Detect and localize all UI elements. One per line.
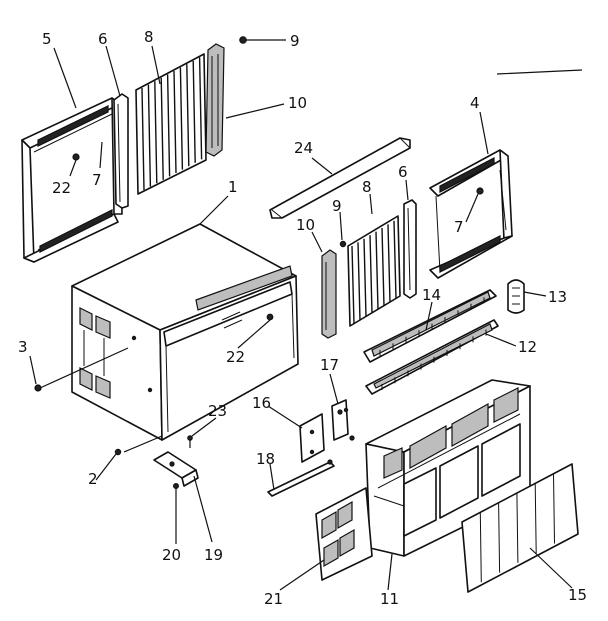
callout-3: 3	[18, 338, 28, 356]
louver-blade	[375, 231, 379, 310]
part-17-bracket	[331, 399, 355, 441]
louver-blade	[192, 60, 196, 163]
louver-blade	[186, 64, 190, 167]
part-9-screw-right	[339, 240, 347, 248]
part-19-bracket	[153, 451, 199, 487]
louver-blade	[166, 74, 171, 177]
part-8-left-louvers	[135, 53, 207, 195]
callout-8: 8	[144, 28, 154, 46]
callout-13: 13	[548, 288, 567, 306]
callout-18: 18	[256, 450, 275, 468]
louver-blade	[357, 242, 361, 321]
louver-blade	[369, 235, 373, 314]
louver-blade	[147, 84, 152, 187]
callout-2: 2	[88, 470, 98, 488]
callout-1: 1	[228, 178, 238, 196]
part-1-cabinet	[71, 223, 299, 441]
part-5-left-side-frame	[21, 97, 123, 263]
callout-21: 21	[264, 590, 283, 608]
callout-11: 11	[380, 590, 399, 608]
callout-22: 22	[52, 179, 71, 197]
louver-blade	[381, 227, 385, 307]
louver-blade	[173, 70, 177, 174]
part-12-rail	[365, 319, 499, 395]
callout-22: 22	[226, 348, 245, 366]
stray-line	[496, 69, 583, 75]
part-4-right-side-frame	[429, 149, 513, 279]
part-21-side-panel	[315, 487, 373, 581]
louver-blade	[363, 238, 367, 317]
callout-5: 5	[42, 30, 52, 48]
callout-15: 15	[568, 586, 587, 604]
part-16-plate	[299, 413, 325, 463]
filter-divider	[534, 483, 537, 554]
callout-16: 16	[252, 394, 271, 412]
part-23-screw	[187, 435, 193, 448]
part-9-screw-top	[239, 36, 247, 44]
callout-23: 23	[208, 402, 227, 420]
callout-4: 4	[470, 94, 480, 112]
callout-9: 9	[332, 197, 342, 215]
callout-6: 6	[98, 30, 108, 48]
part-20-screw	[173, 483, 180, 498]
louver-blade	[393, 220, 397, 299]
louver-blade	[160, 77, 164, 180]
callout-12: 12	[518, 338, 537, 356]
part-15-filter	[461, 463, 579, 593]
callout-20: 20	[162, 546, 181, 564]
callout-7: 7	[92, 171, 102, 189]
louver-blade	[154, 81, 158, 184]
part-6-right-strip	[403, 199, 417, 299]
callout-9: 9	[290, 32, 300, 50]
filter-divider	[479, 512, 482, 583]
callout-10: 10	[288, 94, 307, 112]
filter-divider	[498, 502, 501, 573]
callout-6: 6	[398, 163, 408, 181]
part-18-rod	[267, 459, 335, 497]
filter-divider	[553, 473, 555, 544]
part-2-screw	[114, 448, 122, 456]
louver-blade	[387, 224, 391, 303]
callout-24: 24	[294, 139, 313, 157]
part-14-rail	[363, 289, 497, 363]
callout-10: 10	[296, 216, 315, 234]
louver-blade	[198, 57, 203, 160]
callout-14: 14	[422, 286, 441, 304]
part-6-left-strip	[113, 93, 129, 209]
louver-blade	[179, 67, 184, 170]
part-13-clip	[507, 279, 525, 314]
callout-19: 19	[204, 546, 223, 564]
callout-labels: 5 6 8 9 10 22 7 24 1 4 6 8 9 10 7 13 14 …	[18, 28, 587, 608]
part-24-top-bar	[269, 137, 411, 219]
louver-blade	[351, 245, 355, 325]
louver-blade	[141, 87, 145, 191]
callout-8: 8	[362, 178, 372, 196]
part-11-front-grille	[365, 379, 531, 557]
part-10-right-bar	[321, 249, 337, 339]
callout-17: 17	[320, 356, 339, 374]
part-10-left-bar	[205, 43, 225, 157]
leader-lines	[29, 39, 573, 591]
filter-divider	[516, 492, 519, 563]
callout-7: 7	[454, 218, 464, 236]
part-8-right-louvers	[347, 215, 401, 327]
